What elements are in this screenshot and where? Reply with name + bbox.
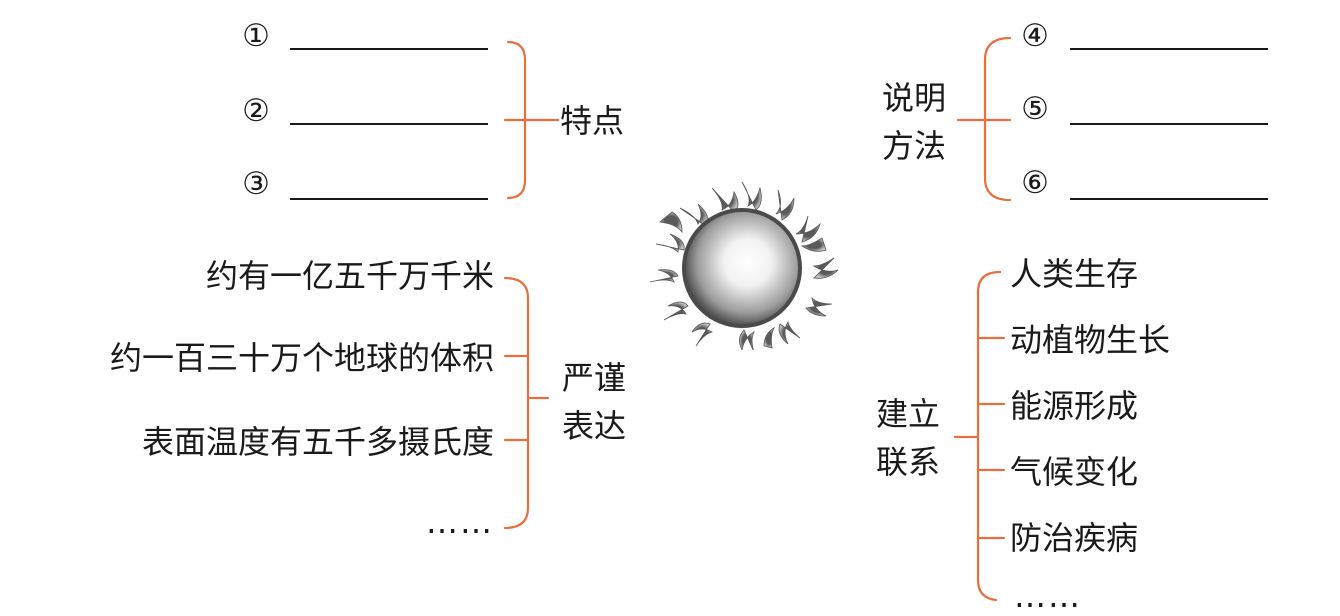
- method-4-number: ④: [1021, 18, 1049, 54]
- features-label: 特点: [560, 102, 625, 140]
- connection-label-line1: 建立: [876, 395, 941, 433]
- feature-2-number: ②: [242, 93, 270, 129]
- precision-bracket: [503, 276, 530, 530]
- precision-label-line2: 表达: [562, 407, 627, 445]
- precision-label-line1: 严谨: [562, 359, 627, 397]
- method-5-blank[interactable]: [1070, 123, 1268, 125]
- method-4-blank[interactable]: [1070, 48, 1268, 50]
- method-6-number: ⑥: [1021, 165, 1049, 201]
- precision-item-3: 表面温度有五千多摄氏度: [141, 423, 494, 461]
- connection-item-3: 能源形成: [1010, 387, 1139, 425]
- precision-item-2: 约一百三十万个地球的体积: [109, 339, 494, 377]
- precision-item-more: ……: [426, 503, 494, 541]
- connection-item-5: 防治疾病: [1010, 519, 1139, 557]
- precision-item-1: 约有一亿五千万千米: [205, 257, 494, 295]
- method-5-number: ⑤: [1021, 91, 1049, 127]
- connection-item-1: 人类生存: [1010, 255, 1139, 293]
- sun-icon: [649, 181, 839, 350]
- feature-3-blank[interactable]: [290, 198, 488, 200]
- method-6-blank[interactable]: [1070, 198, 1268, 200]
- connection-item-more: ……: [1014, 577, 1082, 615]
- connection-bracket: [976, 270, 1002, 602]
- connection-item-4: 气候变化: [1010, 453, 1139, 491]
- feature-1-number: ①: [242, 18, 270, 54]
- methods-label-line1: 说明: [882, 79, 947, 117]
- feature-2-blank[interactable]: [290, 123, 488, 125]
- feature-3-number: ③: [242, 166, 270, 202]
- connection-item-2: 动植物生长: [1010, 321, 1171, 359]
- feature-1-blank[interactable]: [290, 48, 488, 50]
- methods-label-line2: 方法: [882, 127, 947, 165]
- connection-label-line2: 联系: [876, 443, 941, 481]
